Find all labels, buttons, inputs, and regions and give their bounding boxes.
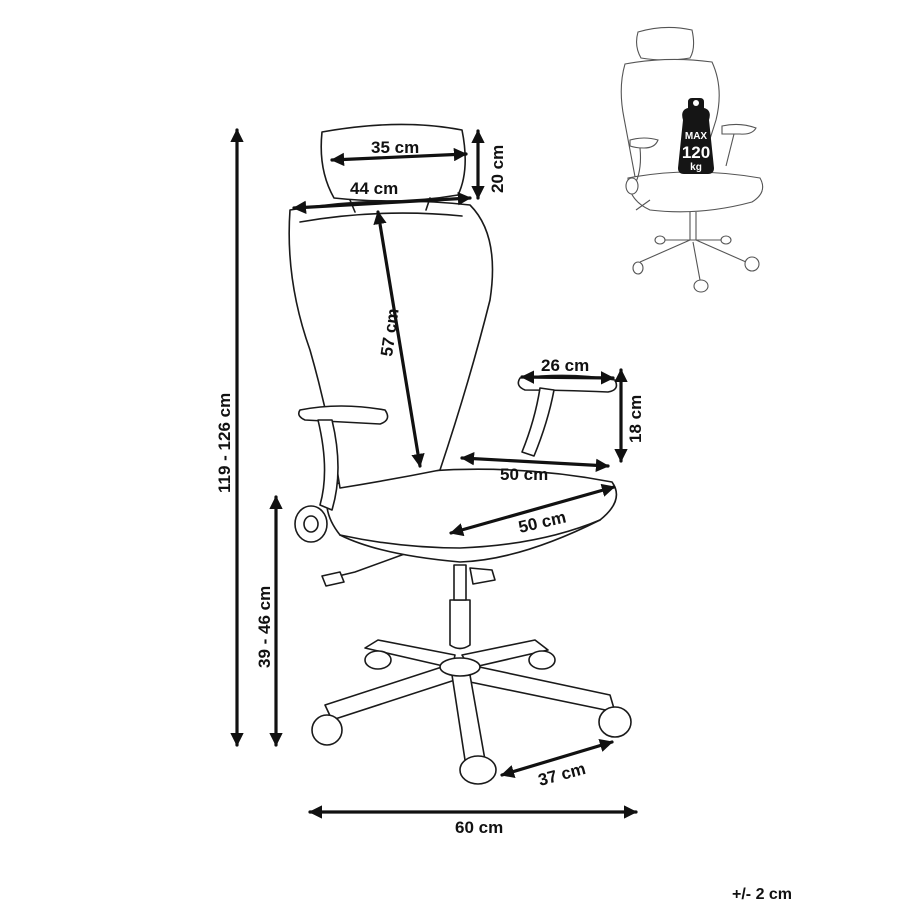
backrest-height-line bbox=[373, 210, 425, 468]
backrest-width-line bbox=[292, 191, 472, 215]
dimension-lines bbox=[230, 128, 638, 819]
chair-drawing bbox=[288, 123, 632, 785]
gas-cylinder bbox=[449, 564, 496, 650]
headrest-width-label: 35 cm bbox=[371, 138, 419, 157]
chair-base bbox=[324, 639, 616, 761]
seat-height-label: 39 - 46 cm bbox=[255, 586, 274, 668]
tolerance-note: +/- 2 cm bbox=[732, 886, 793, 903]
armrest-length-line bbox=[520, 370, 615, 385]
seat-width-label: 50 cm bbox=[500, 465, 548, 484]
armrest-height-label: 18 cm bbox=[626, 395, 645, 443]
backrest-width-label: 44 cm bbox=[350, 179, 398, 198]
seat-depth-line bbox=[449, 483, 616, 537]
headrest-height-label: 20 cm bbox=[488, 145, 507, 193]
base-width-label: 60 cm bbox=[455, 818, 503, 837]
right-armrest bbox=[517, 374, 618, 457]
seat-width-line bbox=[460, 451, 610, 473]
thumbnail-chair bbox=[620, 26, 764, 293]
base-leg-line bbox=[500, 739, 614, 778]
total-height-label: 119 - 126 cm bbox=[215, 393, 234, 493]
left-armrest bbox=[294, 405, 389, 543]
max-load-label: MAX bbox=[685, 131, 708, 142]
dimension-labels: 35 cm 20 cm 44 cm 57 cm 26 cm 18 cm 50 c… bbox=[215, 138, 645, 837]
tilt-lever bbox=[329, 551, 411, 579]
headrest-width-line bbox=[330, 147, 468, 167]
max-load-value: 120 bbox=[682, 143, 710, 162]
max-load-unit: kg bbox=[690, 162, 702, 173]
chair-casters bbox=[311, 650, 632, 785]
armrest-length-label: 26 cm bbox=[541, 356, 589, 375]
max-load-badge: MAX 120 kg bbox=[678, 98, 714, 174]
